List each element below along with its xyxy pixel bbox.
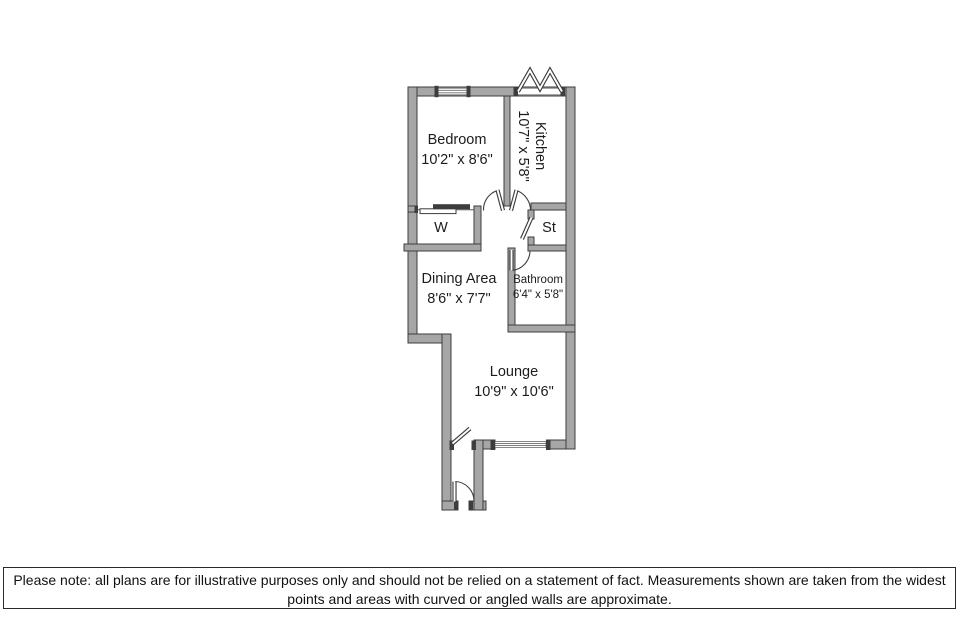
lounge-name: Lounge	[489, 364, 539, 380]
bathroom-dims: 6'4" x 5'8"	[512, 289, 564, 301]
store-abbr: St	[542, 220, 556, 236]
dining-name: Dining Area	[421, 271, 497, 287]
disclaimer-note: Please note: all plans are for illustrat…	[3, 567, 956, 609]
store-label: St	[542, 220, 556, 236]
lounge-dims: 10'9" x 10'6"	[474, 384, 554, 400]
bathroom-name: Bathroom	[513, 274, 563, 286]
wardrobe-abbr: W	[434, 220, 448, 236]
bathroom-label: Bathroom 6'4" x 5'8"	[513, 273, 563, 303]
bedroom-label: Bedroom 10'2" x 8'6"	[421, 130, 492, 170]
bedroom-name: Bedroom	[427, 132, 487, 148]
kitchen-name: Kitchen	[532, 121, 548, 171]
lounge-label: Lounge 10'9" x 10'6"	[474, 362, 554, 402]
kitchen-dims: 10'7" x 5'8"	[515, 110, 531, 182]
kitchen-label: Kitchen 10'7" x 5'8"	[514, 110, 548, 181]
hall-door-icon	[449, 426, 476, 450]
lounge-window-icon	[490, 439, 551, 450]
dining-label: Dining Area 8'6" x 7'7"	[422, 269, 497, 309]
kitchen-door-icon	[508, 189, 532, 212]
kitchen-window-icon	[513, 66, 565, 97]
interior-walls	[403, 95, 576, 333]
bedroom-door-icon	[482, 189, 506, 212]
bedroom-dims: 10'2" x 8'6"	[421, 152, 493, 168]
store-door-icon	[520, 216, 534, 240]
bedroom-window-icon	[434, 85, 471, 98]
wardrobe-label: W	[434, 220, 448, 236]
bathroom-door-icon	[509, 250, 531, 272]
entrance-door-icon	[452, 480, 475, 511]
wardrobe-sliding-door-icon	[414, 204, 474, 215]
dining-dims: 8'6" x 7'7"	[427, 291, 491, 307]
